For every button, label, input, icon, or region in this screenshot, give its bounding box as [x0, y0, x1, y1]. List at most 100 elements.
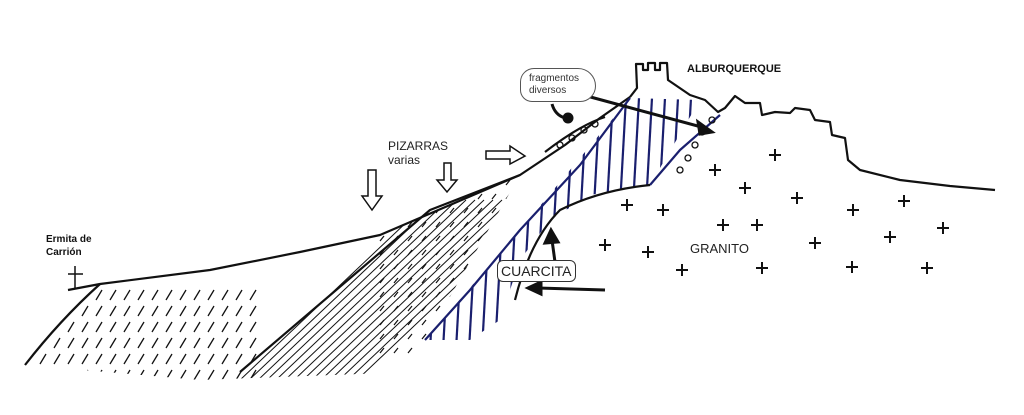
- slate-dash: [81, 321, 89, 333]
- slate-dash: [221, 369, 229, 380]
- slate-dash: [221, 321, 229, 333]
- slate-dash: [407, 263, 413, 270]
- slate-dash: [393, 305, 399, 312]
- slate-dash: [53, 353, 61, 365]
- slate-dash: [25, 321, 33, 333]
- slate-dash: [463, 277, 469, 284]
- slate-line: [257, 199, 449, 380]
- slate-dash: [463, 249, 469, 256]
- slate-dash: [95, 289, 103, 301]
- slate-dash: [53, 289, 61, 301]
- slate-line: [338, 199, 520, 380]
- slate-dash: [519, 249, 520, 256]
- slate-dash: [407, 193, 413, 200]
- slate-dash: [421, 221, 427, 228]
- hermitage-label-2: Carrión: [46, 247, 82, 258]
- slate-dash: [477, 207, 483, 214]
- slate-dash: [477, 347, 483, 354]
- pebble: [580, 126, 588, 134]
- slate-dash: [95, 305, 103, 317]
- slate-dash: [193, 337, 201, 349]
- slate-dash: [505, 235, 511, 242]
- slate-dash: [407, 221, 413, 228]
- slate-dash: [393, 207, 399, 214]
- slate-dash: [95, 369, 103, 380]
- slate-dash: [53, 369, 61, 380]
- slate-dash: [39, 289, 47, 301]
- slate-dash: [123, 337, 131, 349]
- slate-dash: [449, 347, 455, 354]
- slate-dash: [463, 179, 469, 186]
- slate-dash: [109, 289, 117, 301]
- slate-dash: [151, 289, 159, 301]
- slate-hatching: [25, 179, 538, 380]
- slate-dash: [435, 305, 441, 312]
- slate-dash: [393, 263, 399, 270]
- slate-dash: [534, 222, 538, 227]
- slate-line: [293, 199, 485, 380]
- slate-dash: [435, 291, 441, 298]
- slate-dash: [151, 369, 159, 380]
- slate-dash: [379, 347, 385, 354]
- slate-dash: [123, 289, 131, 301]
- slate-dash: [179, 305, 187, 317]
- quartzite-label: CUARCITA: [497, 260, 576, 282]
- slate-dash: [379, 207, 385, 214]
- slate-dash: [477, 291, 483, 298]
- quartzite-stripe: [532, 98, 551, 340]
- hermitage-label-1: Ermita de: [46, 234, 92, 245]
- slate-line: [320, 199, 512, 380]
- slate-dash: [165, 289, 173, 301]
- slate-dash: [67, 289, 75, 301]
- granite-crosses: [599, 149, 949, 276]
- slate-dash: [53, 305, 61, 317]
- slate-dash: [505, 347, 511, 354]
- pebble: [708, 116, 716, 124]
- slate-dash: [165, 305, 173, 317]
- slate-line: [329, 199, 520, 380]
- pebble: [568, 134, 576, 142]
- slate-dash: [109, 337, 117, 349]
- slate-dash: [193, 353, 201, 365]
- slate-dash: [519, 235, 520, 242]
- slate-dash: [137, 321, 145, 333]
- quartzite-stripe: [597, 98, 616, 340]
- slate-dash: [379, 263, 385, 270]
- slate-dash: [449, 333, 455, 340]
- slate-dash: [477, 179, 483, 186]
- slate-dash: [491, 207, 497, 214]
- slate-dash: [81, 337, 89, 349]
- slate-dash: [534, 306, 538, 311]
- slate-dash: [477, 235, 483, 242]
- hermitage-cross-icon: [68, 266, 83, 288]
- slate-dash: [165, 337, 173, 349]
- slate-dash: [193, 289, 201, 301]
- slate-dash: [67, 321, 75, 333]
- slate-dash: [109, 353, 117, 365]
- slate-dash: [193, 369, 201, 380]
- slate-dash: [407, 347, 413, 354]
- down-arrow-icon: [360, 169, 384, 212]
- slate-dash: [25, 337, 33, 349]
- slate-dash: [235, 289, 243, 301]
- slate-dash: [193, 305, 201, 317]
- slate-dash: [505, 193, 511, 200]
- slate-dash: [123, 353, 131, 365]
- slate-dash: [165, 369, 173, 380]
- slate-line: [302, 199, 494, 380]
- slate-dash: [407, 179, 413, 186]
- slate-dash: [491, 263, 497, 270]
- slate-dash: [67, 369, 75, 380]
- slate-dash: [137, 337, 145, 349]
- slate-dash: [421, 333, 427, 340]
- slate-dash: [491, 347, 497, 354]
- quartzite-stripe: [703, 80, 718, 350]
- slate-dash: [207, 369, 215, 380]
- slate-dash: [137, 353, 145, 365]
- slate-dash: [421, 305, 427, 312]
- slate-dash: [435, 249, 441, 256]
- slate-dash: [449, 207, 455, 214]
- slate-dash: [25, 305, 33, 317]
- slate-dash: [505, 179, 511, 186]
- slate-dash: [393, 277, 399, 284]
